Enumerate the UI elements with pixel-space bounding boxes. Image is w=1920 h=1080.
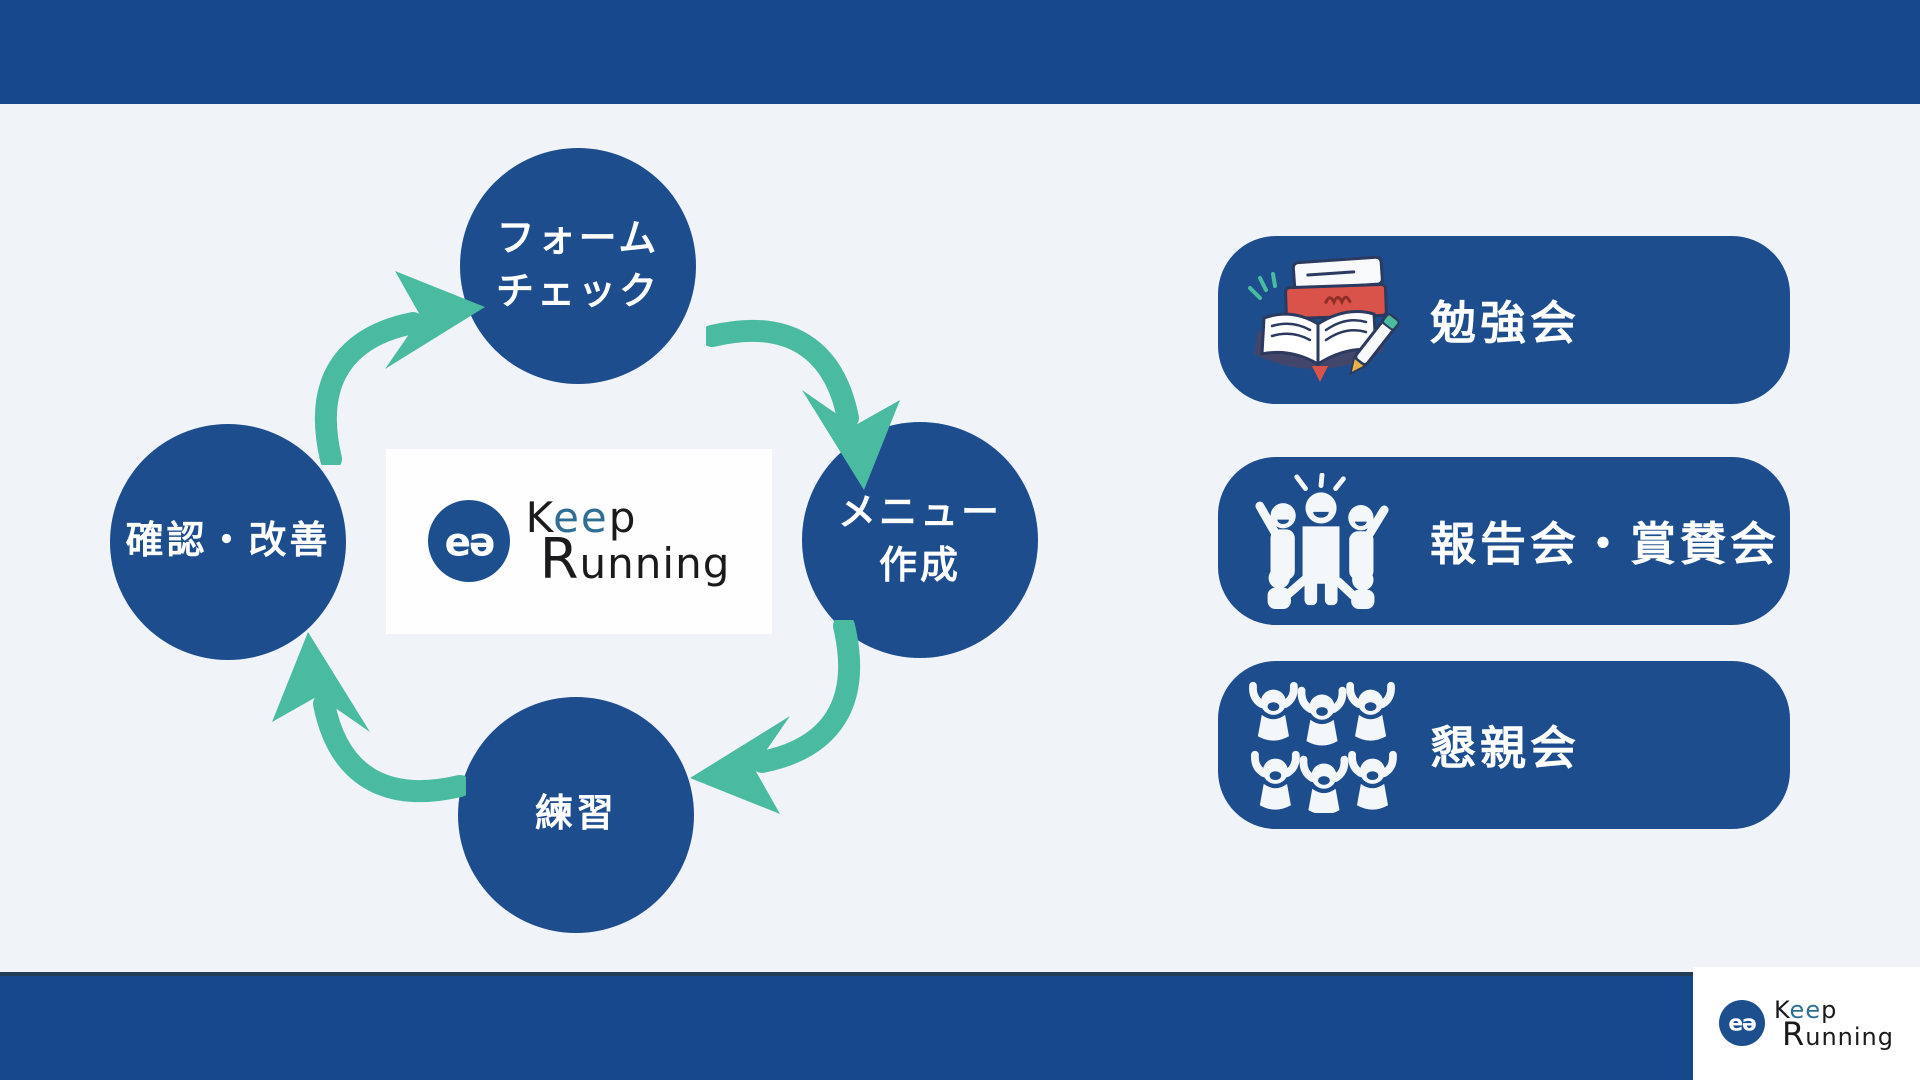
brand-line-running: Running (539, 527, 731, 593)
activity-label: 勉強会 (1430, 297, 1580, 349)
brand-wordmark: Keep Running (525, 493, 731, 593)
activity-card-study-session: 勉強会 (1218, 236, 1790, 404)
keep-running-monogram-icon: eə (1719, 1000, 1765, 1047)
cycle-arrow-right-to-bottom-icon (680, 620, 880, 820)
study-books-icon (1242, 252, 1402, 388)
brand-line-keep: Keep (1774, 996, 1838, 1025)
cycle-step-label: 作成 (878, 545, 961, 587)
brand-line-keep: Keep (525, 493, 638, 543)
brand-wordmark: Keep Running (1774, 996, 1894, 1054)
brand-line-running: Running (1782, 1015, 1894, 1054)
bottom-banner (0, 972, 1920, 1080)
svg-text:eə: eə (444, 521, 493, 566)
cheering-crowd-icon (1242, 677, 1402, 813)
cycle-arrow-bottom-to-left-icon (266, 622, 466, 822)
cycle-step-label: 確認・改善 (125, 520, 331, 563)
cycle-step-label: 練習 (534, 793, 617, 836)
cycle-step-label: メニュー (837, 491, 1002, 534)
cycle-arrow-top-to-right-icon (706, 300, 906, 500)
center-logo-card: eə Keep Running (386, 449, 772, 634)
activity-label: 懇親会 (1430, 722, 1580, 774)
keep-running-monogram-icon: eə (427, 500, 510, 583)
cycle-step-label: フォーム (496, 217, 660, 260)
cycle-step-form-check: フォーム チェック (460, 148, 696, 384)
svg-text:eə: eə (1728, 1012, 1756, 1037)
keep-running-logo-footer: eə Keep Running (1719, 996, 1894, 1054)
cycle-step-review-improve: 確認・改善 (110, 424, 346, 660)
activity-card-social-gathering: 懇親会 (1218, 661, 1790, 829)
keep-running-logo: eə Keep Running (427, 493, 731, 593)
top-banner (0, 0, 1920, 104)
cycle-step-label: チェック (495, 271, 660, 313)
cycle-arrow-left-to-top-icon (295, 265, 495, 465)
cycle-step-practice: 練習 (458, 697, 694, 933)
footer-logo-box: eə Keep Running (1693, 967, 1920, 1080)
cycle-step-menu-create: メニュー 作成 (802, 422, 1038, 658)
activity-card-report-praise: 報告会・賞賛会 (1218, 457, 1790, 625)
celebration-people-icon (1242, 473, 1402, 609)
activity-label: 報告会・賞賛会 (1430, 518, 1780, 570)
